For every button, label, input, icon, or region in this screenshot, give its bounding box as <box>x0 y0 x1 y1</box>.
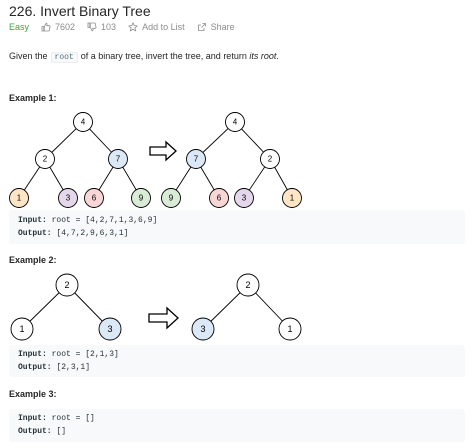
example-3-code: Input: root = [] Output: [] <box>9 409 465 442</box>
node-label: 9 <box>169 194 174 203</box>
output-line: Output: [] <box>18 427 66 436</box>
problem-meta: Easy 7602 103 Add to List Share <box>9 22 247 32</box>
tree-node <box>108 149 128 169</box>
tree-node <box>58 188 78 208</box>
node-label: 7 <box>116 155 121 164</box>
desc-period: . <box>276 51 279 61</box>
tree-node <box>35 149 55 169</box>
output-value: [] <box>56 427 67 436</box>
add-to-list-button[interactable]: Add to List <box>128 22 185 32</box>
input-label: Input: <box>18 414 47 423</box>
output-line: Output: [2,3,1] <box>18 363 90 372</box>
difficulty-badge: Easy <box>9 22 30 32</box>
like-count: 7602 <box>55 22 76 32</box>
tree-node <box>55 273 79 297</box>
output-value: [2,3,1] <box>56 363 91 372</box>
dislike-button[interactable]: 103 <box>87 22 116 32</box>
node-label: 6 <box>92 194 97 203</box>
tree-node <box>278 317 302 341</box>
input-value: root = [2,1,3] <box>51 350 119 359</box>
node-label: 6 <box>217 194 222 203</box>
example-2-diagram: 2 1 3 2 3 1 <box>10 273 302 341</box>
tree-node <box>84 188 104 208</box>
node-label: 1 <box>19 324 24 334</box>
example-3-heading: Example 3: <box>9 389 57 399</box>
input-value: root = [] <box>51 414 95 423</box>
thumbs-up-icon <box>41 22 51 32</box>
node-label: 4 <box>81 118 86 127</box>
tree-node <box>131 188 151 208</box>
input-line: Input: root = [2,1,3] <box>18 350 119 359</box>
tree-node <box>234 188 254 208</box>
tree-node <box>9 188 29 208</box>
output-label: Output: <box>18 229 52 238</box>
dislike-count: 103 <box>101 22 117 32</box>
node-label: 1 <box>287 324 292 334</box>
node-label: 9 <box>139 194 144 203</box>
input-label: Input: <box>18 216 47 225</box>
desc-text-2: of a binary tree, invert the tree, and r… <box>80 51 247 61</box>
node-label: 1 <box>290 194 295 203</box>
arrow-right-icon <box>148 306 179 330</box>
output-label: Output: <box>18 363 52 372</box>
node-label: 3 <box>107 324 112 334</box>
example-1-code: Input: root = [4,2,7,1,3,6,9] Output: [4… <box>9 210 465 244</box>
input-line: Input: root = [] <box>18 414 95 423</box>
tree-node <box>161 188 181 208</box>
input-line: Input: root = [4,2,7,1,3,6,9] <box>18 216 157 225</box>
share-icon <box>197 23 206 31</box>
node-label: 7 <box>194 155 199 164</box>
desc-text-1: Given the <box>9 51 48 61</box>
output-value: [4,7,2,9,6,3,1] <box>56 229 129 238</box>
node-label: 1 <box>17 194 22 203</box>
share-label: Share <box>210 22 235 32</box>
arrow-right-icon <box>149 140 177 162</box>
node-label: 2 <box>43 155 48 164</box>
example-1-heading: Example 1: <box>9 93 57 103</box>
node-label: 4 <box>233 118 238 127</box>
tree-node <box>73 112 93 132</box>
node-label: 2 <box>245 280 250 290</box>
input-label: Input: <box>18 350 47 359</box>
tree-node <box>260 149 280 169</box>
thumbs-down-icon <box>87 22 97 32</box>
star-icon <box>128 22 138 32</box>
node-label: 2 <box>268 155 273 164</box>
tree-node <box>225 112 245 132</box>
node-label: 2 <box>64 280 69 290</box>
tree-node <box>209 188 229 208</box>
tree-node <box>191 317 215 341</box>
add-to-list-label: Add to List <box>142 22 185 32</box>
node-label: 3 <box>242 194 247 203</box>
example-1-diagram: 4 2 7 1 3 6 9 4 7 2 9 6 3 1 <box>9 112 302 208</box>
input-value: root = [4,2,7,1,3,6,9] <box>51 216 158 225</box>
problem-title: 226. Invert Binary Tree <box>9 3 151 19</box>
tree-node <box>282 188 302 208</box>
inline-code-root: root <box>50 52 78 63</box>
tree-node <box>98 317 122 341</box>
output-line: Output: [4,7,2,9,6,3,1] <box>18 229 128 238</box>
example-2-heading: Example 2: <box>9 255 57 265</box>
tree-node <box>10 317 34 341</box>
desc-italic: its root <box>249 51 277 61</box>
tree-node <box>236 273 260 297</box>
share-button[interactable]: Share <box>197 22 235 32</box>
node-label: 3 <box>66 194 71 203</box>
like-button[interactable]: 7602 <box>41 22 75 32</box>
example-2-code: Input: root = [2,1,3] Output: [2,3,1] <box>9 345 465 377</box>
node-label: 3 <box>200 324 205 334</box>
tree-node <box>186 149 206 169</box>
output-label: Output: <box>18 427 52 436</box>
